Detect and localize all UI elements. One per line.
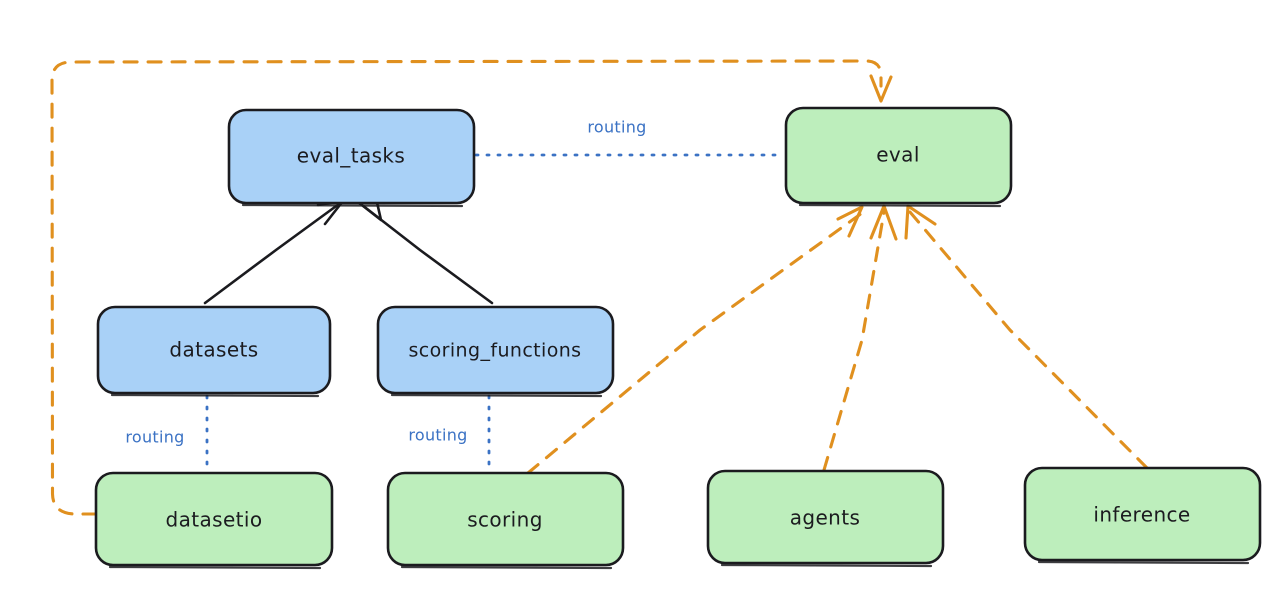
node-datasetio-shadow	[108, 565, 322, 570]
node-scoring-shape	[386, 471, 625, 567]
edge-agents-eval-line	[822, 210, 886, 472]
node-eval-shape	[784, 106, 1013, 205]
node-datasetio-label: datasetio	[165, 508, 262, 532]
node-eval-tasks-shadow	[241, 203, 464, 208]
edge-label-routing-eval: routing	[587, 118, 646, 137]
node-datasets-shadow	[110, 393, 320, 398]
node-datasets[interactable]: datasets	[96, 305, 332, 398]
node-scoring-functions-shape	[376, 305, 615, 395]
edge-label-routing-datasetio: routing	[125, 428, 184, 447]
edge-datasets-datasetio[interactable]: routing	[125, 394, 209, 473]
edge-datasetio-eval-line	[50, 59, 883, 516]
edge-scoring-functions-scoring[interactable]: routing	[408, 394, 491, 473]
node-scoring-shadow	[400, 565, 613, 570]
node-scoring-label: scoring	[467, 508, 543, 532]
node-eval-tasks-shape	[227, 108, 476, 205]
edge-scoring-functions-eval-tasks[interactable]	[356, 196, 494, 305]
node-datasets-label: datasets	[169, 338, 258, 362]
node-agents[interactable]: agents	[706, 469, 945, 568]
node-scoring-functions-label: scoring_functions	[409, 340, 582, 362]
node-agents-shadow	[720, 563, 933, 568]
node-layer: eval_tasks eval datasets scoring_functio…	[94, 106, 1262, 570]
edge-scoring-eval[interactable]	[526, 205, 864, 475]
node-datasetio[interactable]: datasetio	[94, 471, 334, 570]
node-inference[interactable]: inference	[1023, 466, 1262, 565]
edge-inference-eval-line	[908, 210, 1149, 470]
node-eval-tasks-label: eval_tasks	[297, 144, 405, 168]
edge-datasetio-eval-arrowhead	[869, 74, 893, 103]
node-eval[interactable]: eval	[784, 106, 1013, 208]
node-eval-tasks[interactable]: eval_tasks	[227, 108, 476, 208]
node-scoring[interactable]: scoring	[386, 471, 625, 570]
edge-scoring-eval-arrowhead	[836, 205, 864, 238]
edge-inference-eval[interactable]	[904, 204, 1149, 470]
node-inference-label: inference	[1093, 503, 1190, 527]
node-datasetio-shape	[94, 471, 334, 567]
node-datasets-shape	[96, 305, 332, 395]
node-eval-label: eval	[876, 143, 920, 167]
node-inference-shadow	[1037, 560, 1250, 565]
edge-eval-tasks-eval[interactable]: routing	[474, 118, 786, 157]
edge-agents-eval[interactable]	[822, 204, 898, 472]
edge-scoring-eval-line	[526, 211, 864, 475]
node-agents-shape	[706, 469, 945, 565]
node-inference-shape	[1023, 466, 1262, 562]
node-eval-shadow	[798, 203, 1002, 208]
edge-datasetio-eval[interactable]	[50, 59, 893, 516]
edge-agents-eval-arrowhead	[869, 204, 898, 241]
node-agents-label: agents	[790, 506, 861, 530]
node-scoring-functions-shadow	[390, 393, 603, 398]
edge-datasets-eval-tasks[interactable]	[203, 199, 345, 305]
edge-datasets-eval-tasks-line	[203, 202, 341, 305]
node-scoring-functions[interactable]: scoring_functions	[376, 305, 615, 398]
edge-label-routing-scoring: routing	[408, 426, 467, 445]
